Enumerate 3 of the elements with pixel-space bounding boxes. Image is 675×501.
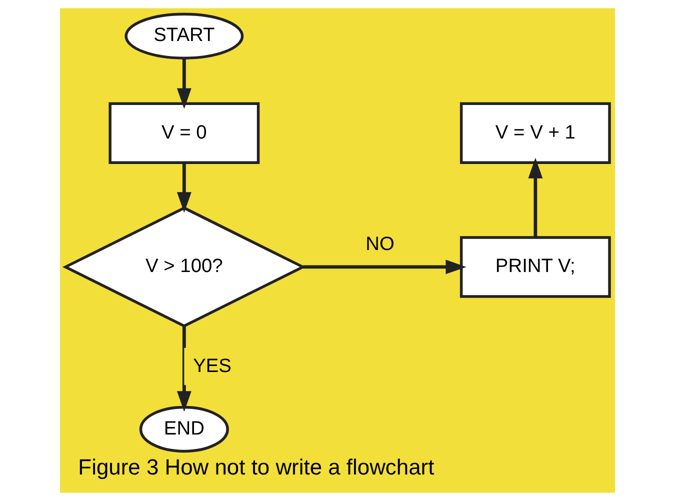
edge-label: NO: [366, 234, 394, 256]
edge-label: YES: [193, 356, 232, 378]
caption: Figure 3 How not to write a flowchart: [78, 454, 434, 480]
